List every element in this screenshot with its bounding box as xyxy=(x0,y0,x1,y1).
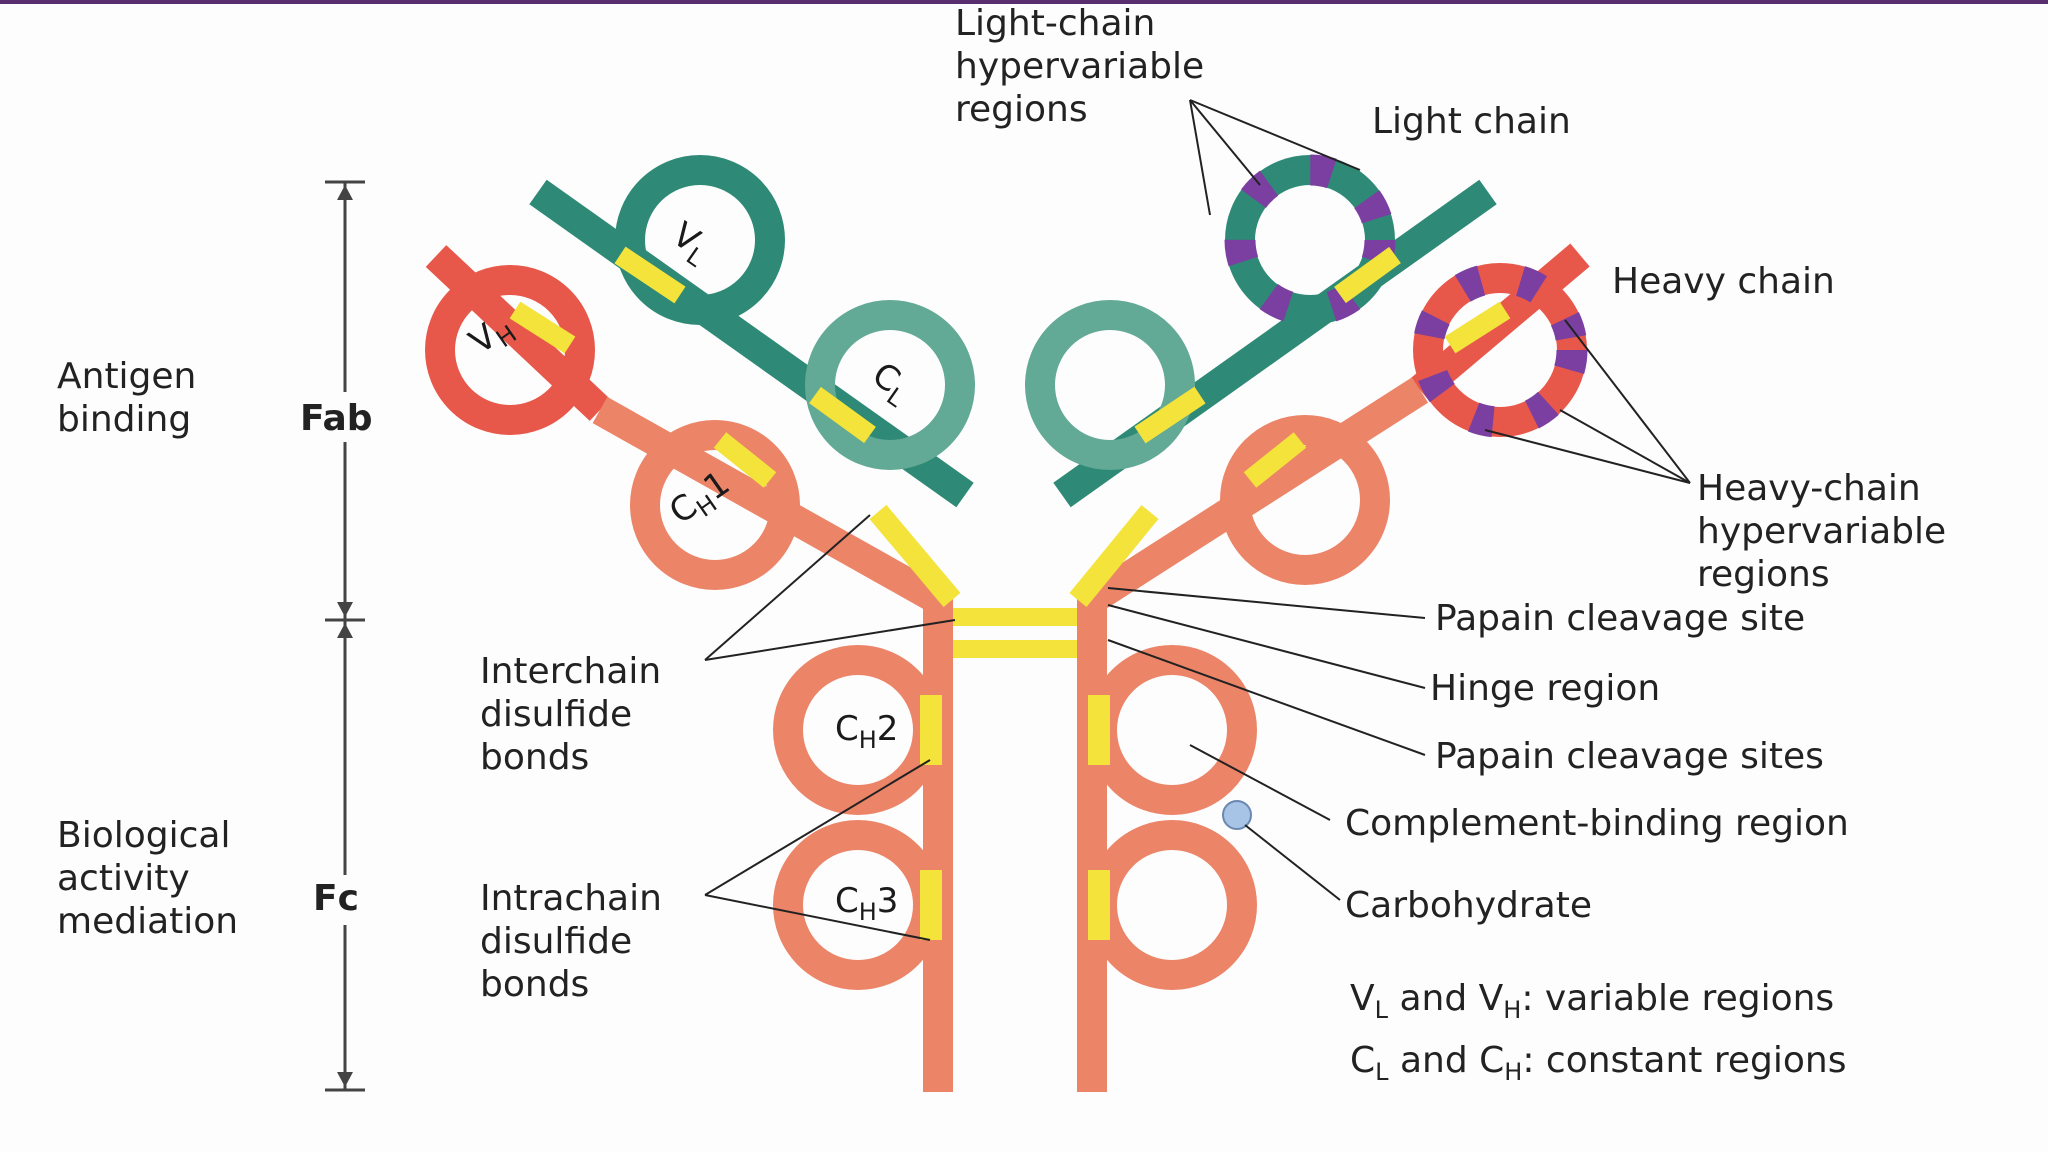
hinge-disulfide-1 xyxy=(953,608,1077,626)
carbohydrate-dot xyxy=(1222,800,1252,830)
carbohydrate-label: Carbohydrate xyxy=(1345,885,1592,926)
top-border xyxy=(0,0,2048,4)
fc-label-bg xyxy=(300,875,390,925)
fab-label-bg xyxy=(290,392,400,442)
ch2-label: CH2 xyxy=(835,709,898,754)
vh-right-hypervariable xyxy=(1412,262,1588,438)
vh-left-domain xyxy=(425,265,595,435)
heavy-chain-label: Heavy chain xyxy=(1612,261,1835,302)
complement-label: Complement-binding region xyxy=(1345,803,1849,844)
cl-left-domain xyxy=(805,300,975,470)
cl-left-intrachain xyxy=(809,386,876,444)
ch1-left-intrachain xyxy=(713,432,777,488)
ch2-right-intrachain xyxy=(1088,695,1110,765)
ch1-left-domain xyxy=(630,420,800,590)
cl-right-domain xyxy=(1025,300,1195,470)
vl-label: VL xyxy=(662,215,718,273)
hinge-disulfide-2 xyxy=(953,640,1077,658)
vl-left-intrachain xyxy=(614,246,686,304)
ch2-left-intrachain xyxy=(920,695,942,765)
vl-right-hypervariable xyxy=(1224,154,1396,326)
heavy-chain-hv-label: Heavy-chain hypervariable regions xyxy=(1697,468,1958,595)
left-light-heavy-disulfide xyxy=(869,504,961,608)
cl-label: CL xyxy=(862,355,919,414)
papain-sites-label: Papain cleavage sites xyxy=(1435,736,1824,777)
vl-right-intrachain xyxy=(1334,246,1401,304)
light-chain-label: Light chain xyxy=(1372,101,1571,142)
ch1-right-domain xyxy=(1220,415,1390,585)
vh-right-intrachain xyxy=(1444,301,1511,354)
cl-right-intrachain xyxy=(1134,386,1206,444)
ch3-label: CH3 xyxy=(835,881,898,926)
ch3-right-domain xyxy=(1087,820,1257,990)
legend-constant: CL and CH: constant regions xyxy=(1350,1040,1846,1086)
antigen-binding-label: Antigen binding xyxy=(57,356,208,440)
interchain-label: Interchain disulfide bonds xyxy=(480,651,673,778)
vl-left-domain xyxy=(615,155,785,325)
intrachain-label: Intrachain disulfide bonds xyxy=(480,878,673,1005)
biological-activity-label: Biological activity mediation xyxy=(57,815,242,942)
right-light-heavy-disulfide xyxy=(1069,505,1159,607)
ch3-left-intrachain xyxy=(920,870,942,940)
fc-bracket xyxy=(325,618,365,1092)
papain-site-label: Papain cleavage site xyxy=(1435,598,1805,639)
vh-left-intrachain xyxy=(509,301,576,354)
ch1-right-intrachain xyxy=(1243,432,1307,488)
ch3-right-intrachain xyxy=(1088,870,1110,940)
right-heavy-arm-inner xyxy=(1083,377,1429,613)
light-chain-hv-label: Light-chain hypervariable regions xyxy=(955,3,1216,130)
legend-variable: VL and VH: variable regions xyxy=(1350,978,1834,1024)
hinge-label: Hinge region xyxy=(1430,668,1660,709)
fab-label: Fab xyxy=(300,398,373,439)
left-heavy-arm-inner xyxy=(592,396,946,614)
fc-label: Fc xyxy=(313,878,359,919)
